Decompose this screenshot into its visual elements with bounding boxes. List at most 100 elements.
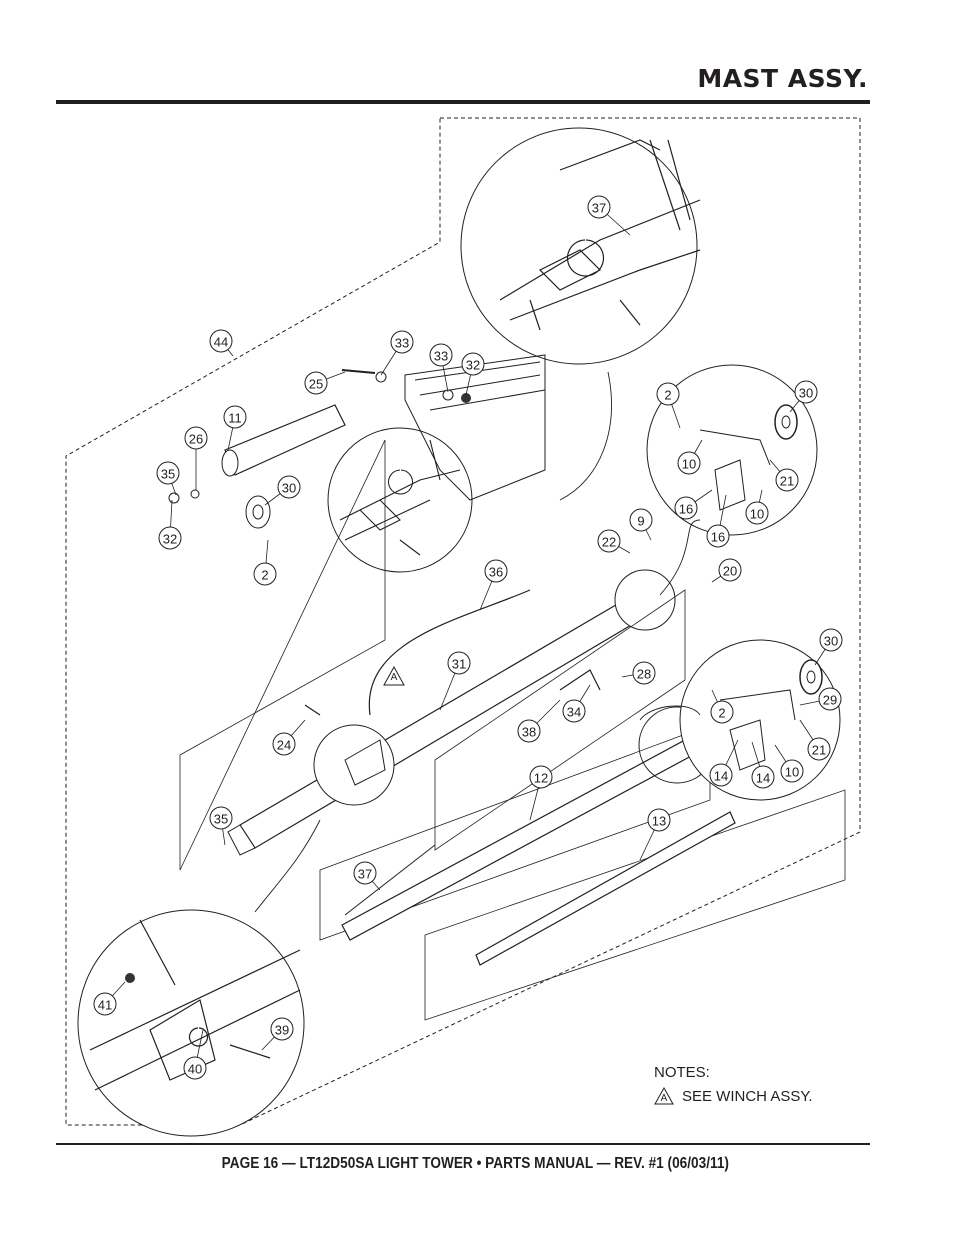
callout-bubble (353, 861, 377, 885)
callout-label: 9 (637, 514, 644, 529)
callout-label: 35 (214, 812, 228, 827)
callout-bubble (209, 806, 233, 830)
callout-label: 16 (711, 530, 725, 545)
callout-41: 41 (93, 981, 126, 1016)
callout-bubble (818, 687, 842, 711)
callout-37: 37 (587, 195, 631, 236)
callout-9: 9 (629, 508, 653, 541)
callout-label: 32 (163, 532, 177, 547)
callout-2: 2 (656, 382, 681, 429)
callout-bubble (156, 461, 180, 485)
callout-label: 24 (277, 738, 291, 753)
callout-11: 11 (223, 405, 247, 451)
callout-bubble (632, 661, 656, 685)
callout-bubble (794, 380, 818, 404)
callout-label: 25 (309, 377, 323, 392)
callout-bubble (674, 496, 698, 520)
header-rule (56, 100, 870, 104)
callout-bubble (209, 329, 233, 353)
callout-label: 34 (567, 705, 581, 720)
callout-label: 33 (395, 336, 409, 351)
callout-label: 37 (592, 201, 606, 216)
callout-label: 41 (98, 998, 112, 1013)
callout-30: 30 (814, 628, 843, 666)
callout-39: 39 (261, 1017, 294, 1051)
callout-29: 29 (799, 687, 842, 711)
callout-10: 10 (677, 439, 703, 475)
detail-circle-winch-middle (327, 427, 473, 573)
callout-bubble (751, 765, 775, 789)
detail-circle-winch-top (460, 127, 701, 365)
detail-circle-pulley-lower (679, 639, 841, 801)
callout-bubble (709, 763, 733, 787)
callout-38: 38 (517, 699, 561, 743)
callout-bubble (184, 426, 208, 450)
callout-label: 11 (228, 411, 242, 426)
callout-label: 10 (750, 507, 764, 522)
callout-bubble (158, 526, 182, 550)
callout-label: 39 (275, 1023, 289, 1038)
callout-40: 40 (183, 1029, 207, 1080)
callout-12: 12 (529, 765, 553, 821)
callout-label: 16 (679, 502, 693, 517)
callout-bubble (277, 475, 301, 499)
callout-label: 32 (466, 358, 480, 373)
warning-triangle-icon: A (654, 1087, 674, 1105)
callout-bubble (710, 700, 734, 724)
winch-reference-marker: A (383, 665, 405, 686)
callout-bubble (447, 651, 471, 675)
callout-28: 28 (621, 661, 656, 685)
page-footer: PAGE 16 — LT12D50SA LIGHT TOWER • PARTS … (221, 1155, 729, 1172)
callout-label: 10 (785, 765, 799, 780)
callout-bubble (647, 808, 671, 832)
callout-label: 12 (534, 771, 548, 786)
callout-label: 30 (799, 386, 813, 401)
callout-30: 30 (264, 475, 301, 506)
callout-32: 32 (461, 352, 485, 396)
plane-upper (179, 439, 386, 871)
callout-label: 21 (780, 474, 794, 489)
callout-bubble (677, 451, 701, 475)
winch-cable (368, 589, 531, 716)
callout-label: 37 (358, 867, 372, 882)
svg-text:A: A (661, 1093, 668, 1104)
callout-bubble (656, 382, 680, 406)
callout-35: 35 (156, 461, 180, 496)
callout-label: 21 (812, 743, 826, 758)
mast-inner-tube (424, 789, 846, 1021)
callout-21: 21 (769, 459, 799, 492)
callout-label: 10 (682, 457, 696, 472)
callout-30: 30 (789, 380, 818, 413)
callout-bubble (706, 524, 730, 548)
callout-35: 35 (209, 806, 233, 846)
callout-bubble (429, 343, 453, 367)
callout-label: 40 (188, 1062, 202, 1077)
callout-bubble (807, 737, 831, 761)
callout-36: 36 (479, 559, 508, 611)
callout-label: 31 (452, 657, 466, 672)
callout-bubble (718, 558, 742, 582)
mast-outer-tube (227, 569, 676, 856)
page-title: MAST ASSY. (697, 64, 868, 93)
callout-bubble (390, 330, 414, 354)
note-item: A SEE WINCH ASSY. (654, 1087, 813, 1105)
callout-bubble (272, 732, 296, 756)
callout-bubble (775, 468, 799, 492)
callout-bubble (270, 1017, 294, 1041)
detail-circle-pulley-upper (646, 364, 818, 536)
callout-bubble (780, 759, 804, 783)
callout-14: 14 (751, 741, 775, 789)
plane-middle (434, 589, 686, 851)
callout-label: 14 (714, 769, 728, 784)
callout-label: 29 (823, 693, 837, 708)
callout-label: 14 (756, 771, 770, 786)
notes-block: NOTES: A SEE WINCH ASSY. (654, 1064, 813, 1105)
callout-22: 22 (597, 529, 631, 554)
callout-label: 20 (723, 564, 737, 579)
note-text: SEE WINCH ASSY. (682, 1087, 813, 1105)
callout-label: 22 (602, 535, 616, 550)
callout-21: 21 (799, 719, 831, 761)
callout-bubble (629, 508, 653, 532)
